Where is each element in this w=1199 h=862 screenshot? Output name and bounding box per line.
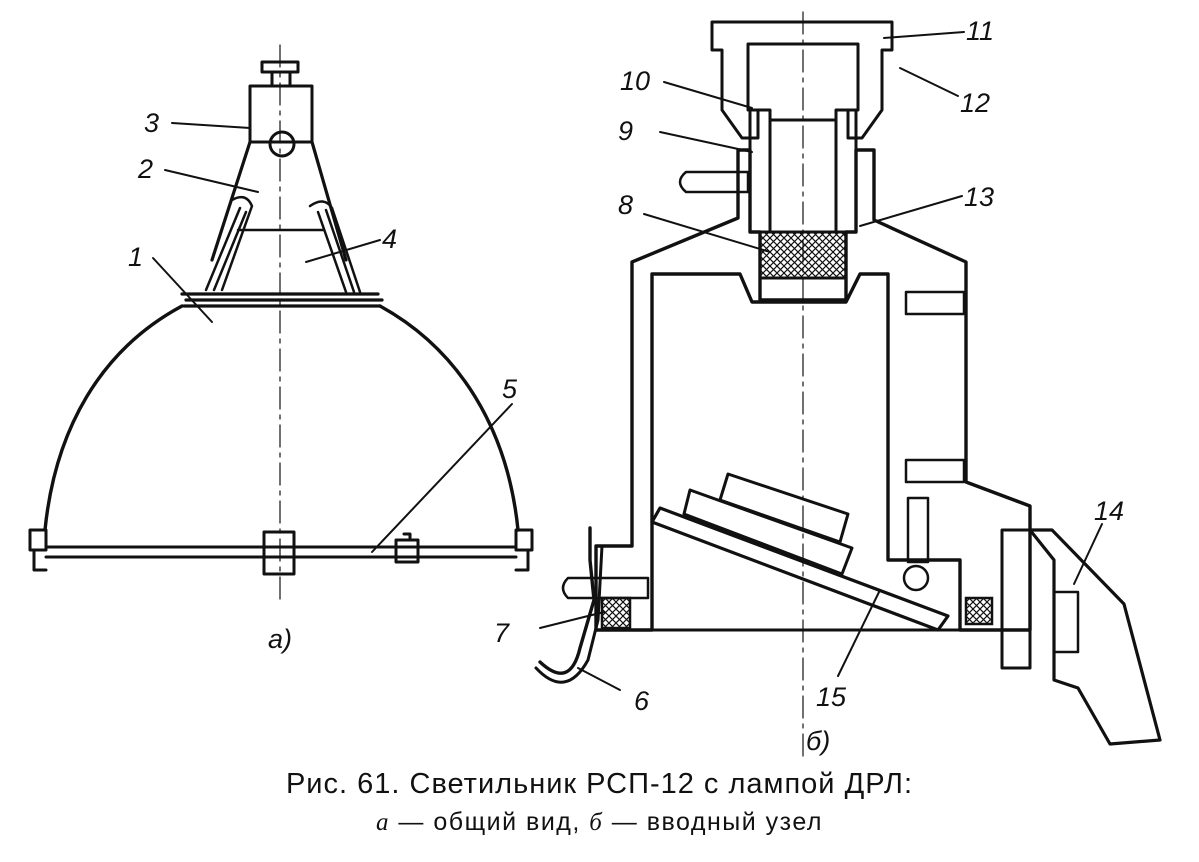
legend-letter-b: б: [589, 809, 604, 836]
legend-text-a: — общий вид,: [389, 808, 590, 836]
callout-7: 7: [494, 618, 510, 648]
callout-labels: 1 2 3 4 5 6 7 8 9 10 11 12 13 14 15 а) б…: [128, 16, 1124, 756]
callout-12: 12: [960, 88, 990, 118]
callout-13: 13: [964, 182, 994, 212]
callout-4: 4: [382, 224, 397, 254]
figure-caption-legend: а — общий вид, б — вводный узел: [0, 808, 1199, 837]
callout-2: 2: [137, 154, 153, 184]
callout-1: 1: [128, 242, 143, 272]
legend-text-b: — вводный узел: [603, 808, 824, 836]
callout-9: 9: [618, 116, 633, 146]
callout-11: 11: [966, 16, 994, 46]
callout-15: 15: [816, 682, 847, 712]
callout-14: 14: [1094, 496, 1124, 526]
callout-10: 10: [620, 66, 650, 96]
legend-letter-a: а: [375, 809, 390, 836]
figure-caption-title: Рис. 61. Светильник РСП-12 с лампой ДРЛ:: [285, 768, 914, 800]
callout-3: 3: [144, 108, 159, 138]
callout-8: 8: [618, 190, 633, 220]
fixture-general-view: [28, 44, 534, 601]
subfigure-a-label: а): [268, 624, 292, 654]
subfigure-b-label: б): [806, 726, 830, 756]
entry-unit-section: [534, 11, 1162, 761]
callout-6: 6: [634, 686, 650, 716]
callout-5: 5: [502, 374, 518, 404]
